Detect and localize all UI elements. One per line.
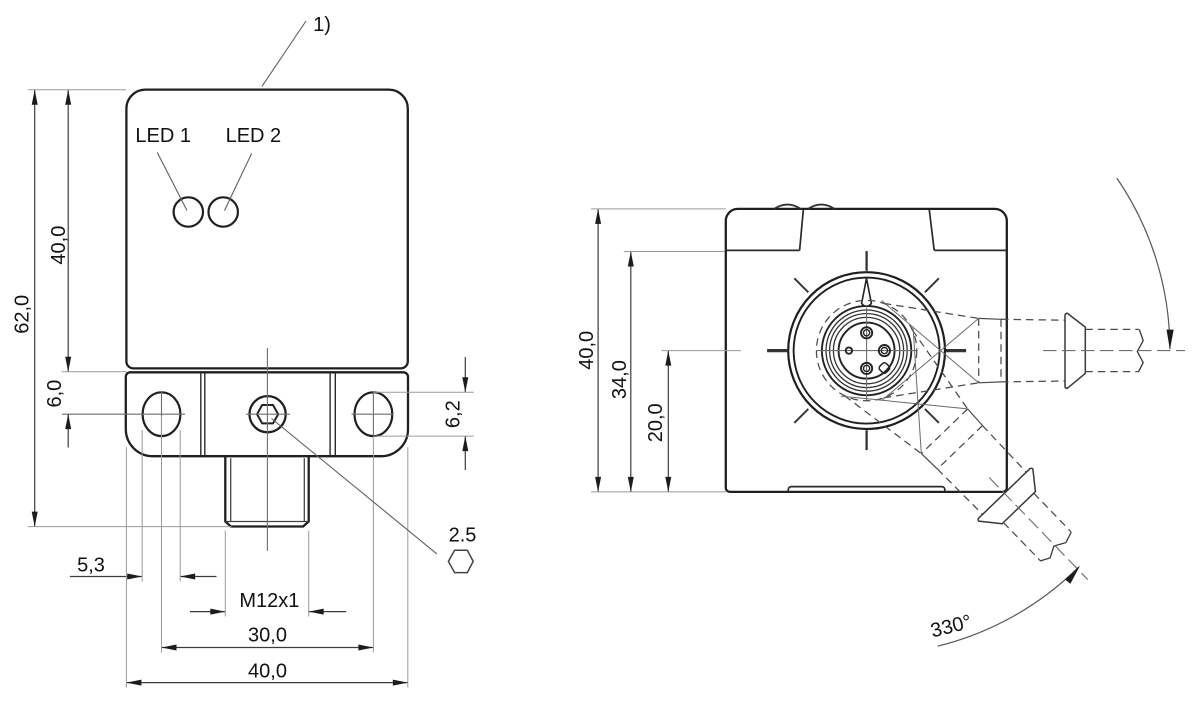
svg-text:40,0: 40,0 xyxy=(576,331,598,370)
svg-text:40,0: 40,0 xyxy=(248,661,287,683)
svg-text:LED 1: LED 1 xyxy=(135,125,191,147)
svg-text:62,0: 62,0 xyxy=(11,295,33,334)
svg-text:30,0: 30,0 xyxy=(248,624,287,646)
svg-text:40,0: 40,0 xyxy=(48,226,70,265)
svg-text:1): 1) xyxy=(313,14,331,36)
svg-text:5,3: 5,3 xyxy=(77,555,105,577)
svg-text:LED 2: LED 2 xyxy=(226,125,282,147)
svg-text:M12x1: M12x1 xyxy=(239,590,299,612)
svg-text:6,0: 6,0 xyxy=(44,380,66,408)
svg-text:34,0: 34,0 xyxy=(609,360,631,399)
svg-text:6,2: 6,2 xyxy=(443,400,465,428)
svg-text:20,0: 20,0 xyxy=(645,403,667,442)
svg-text:2.5: 2.5 xyxy=(449,524,477,546)
